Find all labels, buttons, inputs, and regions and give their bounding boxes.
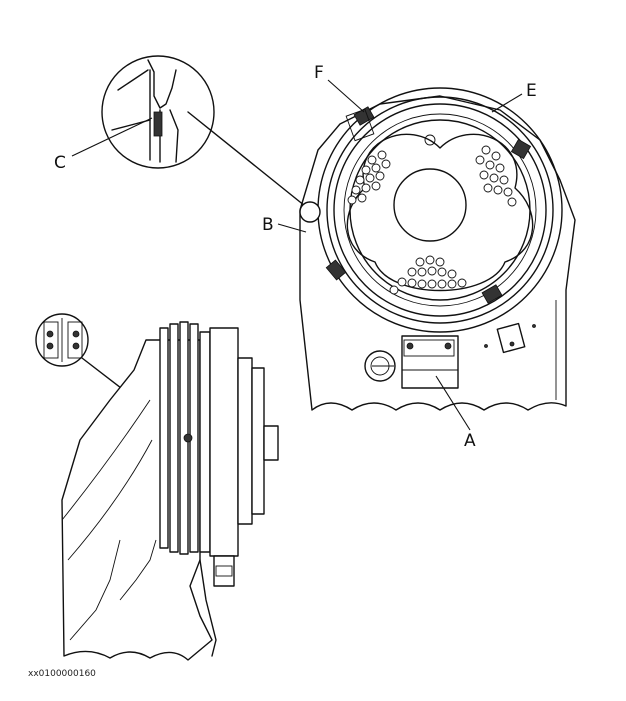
detail-c-seal [147,59,177,109]
leader-e [491,93,523,113]
detail-seal-right-block [67,321,83,359]
detail-c-leader-to-b [187,111,311,211]
detail-c-seal-part [153,111,163,137]
side-view-cable-box [213,555,235,587]
fin-1 [159,327,169,549]
detail-seal-bolt-3 [72,330,80,338]
fin-5 [199,331,211,553]
bolt-e [510,138,532,160]
label-plate-dot [509,341,515,347]
side-view-hub-2 [251,367,265,515]
side-view-housing [61,321,279,661]
small-dot-2 [532,324,536,328]
fin-2 [169,323,179,553]
ring-2 [326,96,554,324]
leader-c [71,117,153,157]
component-a-screw-1 [406,342,414,350]
component-a-screw-2 [444,342,452,350]
side-view-hub [237,357,253,525]
hole-pattern-right [475,145,517,207]
small-dot-1 [484,344,488,348]
label-plate [496,322,526,354]
bolt-right [481,284,503,304]
side-view-flange [209,327,239,557]
bracket-f [345,108,375,142]
bolt-left [325,259,347,281]
label-leaders [71,79,523,431]
component-a-top [403,339,455,357]
reference-code: xx0100000160 [28,669,96,679]
center-bore [393,168,467,242]
leader-a [435,375,471,431]
detail-c-magnifier [101,55,321,223]
front-view-housing [299,87,576,411]
detail-seal-bolt-2 [46,342,54,350]
ring-3 [333,103,547,317]
side-view-curve-1 [61,399,151,521]
detail-seal-bolt-4 [72,342,80,350]
detail-c-edge-3 [169,109,179,163]
hole-pattern-left [347,150,391,205]
leader-f [327,79,365,113]
label-e: E [526,81,537,101]
leader-b [277,223,307,233]
label-f: F [314,63,324,83]
side-view-bottom-edge [199,559,217,657]
detail-b-marker-circle [299,201,321,223]
ring-4 [343,113,537,307]
side-view-cable-box-inner [215,565,233,577]
side-view-curve-2 [67,439,153,561]
side-view-bolt-marker [183,433,193,443]
label-b: B [262,215,274,235]
flange-bolts [325,106,532,304]
label-c: C [54,153,66,173]
side-view-curve-4 [119,539,157,601]
detail-seal-bolt-1 [46,330,54,338]
label-a: A [464,431,476,451]
detail-seal-left-block [43,321,59,359]
side-view-shaft [263,425,279,461]
detail-c-edge-4 [117,69,149,91]
hole-pattern-bottom [389,255,467,295]
small-center-mark [424,134,436,146]
side-view-curve-3 [69,539,121,641]
